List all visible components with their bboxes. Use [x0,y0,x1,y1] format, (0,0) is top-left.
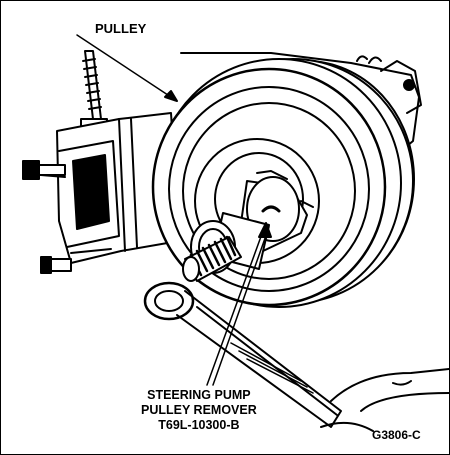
wrench [143,281,342,428]
tool-leader-line-2 [212,226,270,386]
tool-leader-arrow [258,222,272,238]
tool-label: STEERING PUMP PULLEY REMOVER T69L-10300-… [141,388,257,433]
hand [320,368,449,432]
pump-bracket [22,112,180,274]
figure-code: G3806-C [372,428,421,442]
tool-label-line-2: PULLEY REMOVER [141,403,257,417]
tool-leader-line-1 [206,230,264,386]
mounting-stud-top [80,50,108,130]
tool-label-line-1: STEERING PUMP [147,388,251,402]
pulley-leader-arrow [164,90,178,102]
pulley-leader-line [76,34,178,102]
tool-label-line-3: T69L-10300-B [158,418,240,432]
pulley-label: PULLEY [95,21,147,36]
